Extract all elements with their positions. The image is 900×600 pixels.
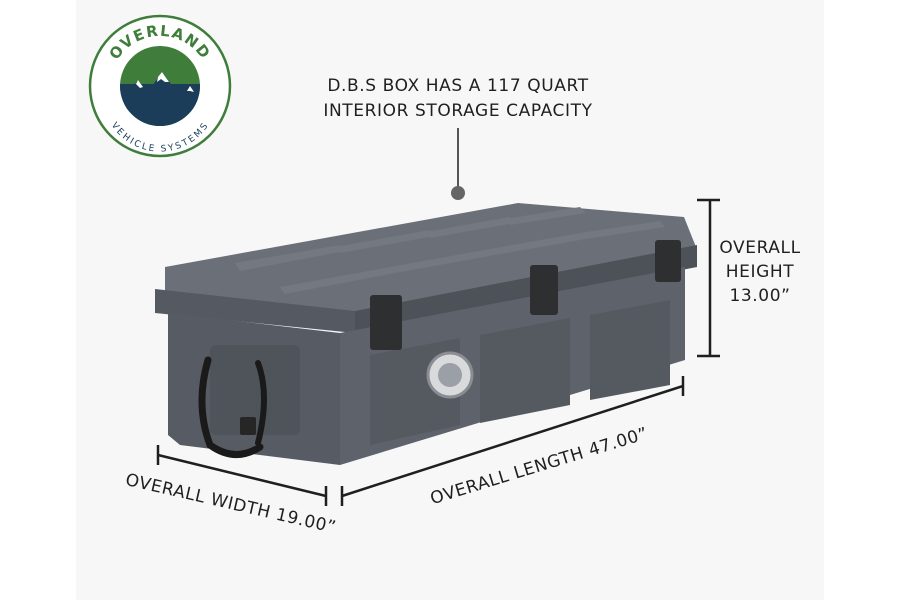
rope-handle [198,356,264,458]
callout-pointer-dot [451,186,465,200]
latch-middle [530,265,558,315]
capacity-callout: D.B.S BOX HAS A 117 QUART INTERIOR STORA… [318,74,598,124]
width-dimension-line [156,445,328,506]
drain-plug [240,417,256,435]
height-label-line-2: HEIGHT [725,262,795,282]
logo-graphic: OVERLAND VEHICLE SYSTEMS [88,14,232,158]
latch-left [370,295,402,350]
box-lid-ribs [235,207,665,294]
latch-right [655,240,681,282]
box-lid-rim-front [155,289,355,333]
overland-logo: OVERLAND VEHICLE SYSTEMS [88,14,232,158]
box-front-recess [210,345,300,435]
box-side-recess-2 [480,318,570,423]
height-value: 13.00” [729,286,791,306]
height-label-line-1: OVERALL [719,238,801,258]
callout-pointer-line [457,128,459,188]
box-lid-rim-side [355,245,697,333]
box-side-recess-3 [590,300,670,400]
height-label: OVERALL HEIGHT 13.00” [712,236,808,308]
height-dimension-line [697,198,720,358]
callout-line-2: INTERIOR STORAGE CAPACITY [323,101,593,121]
rope-handle-back [255,360,267,446]
callout-line-1: D.B.S BOX HAS A 117 QUART [327,76,589,96]
storage-box-image [140,195,710,475]
box-emblem-center [438,363,462,387]
storage-box-graphic [155,203,697,465]
length-dimension-line [340,376,685,506]
